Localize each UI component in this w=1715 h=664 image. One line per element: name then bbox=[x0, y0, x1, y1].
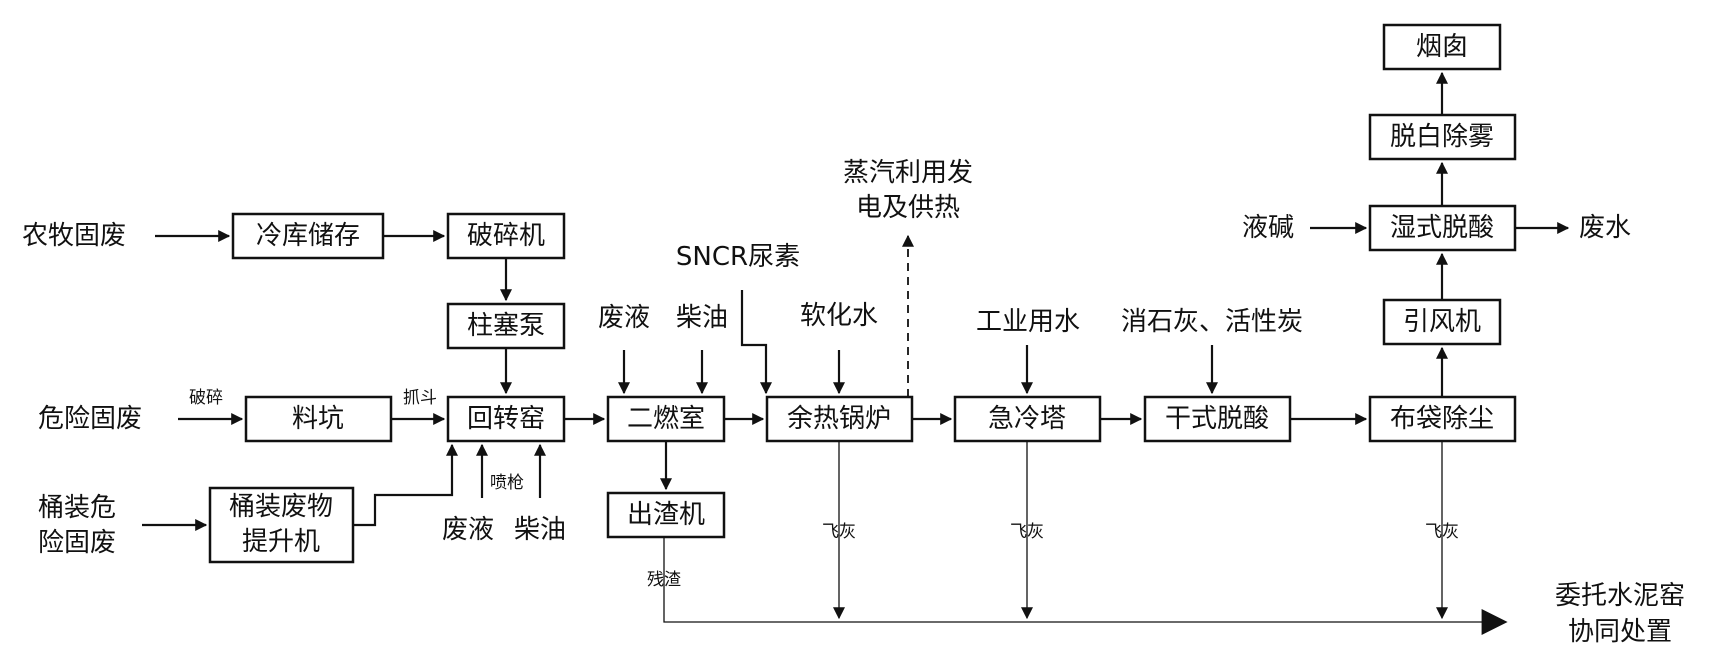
shishi-label: 湿式脱酸 bbox=[1390, 213, 1494, 243]
xiaoshi-label: 消石灰、活性炭 bbox=[1121, 307, 1303, 337]
huizhuan-label: 回转窑 bbox=[467, 404, 545, 434]
box-yure: 余热锅炉 bbox=[765, 395, 914, 443]
box-budai: 布袋除尘 bbox=[1368, 395, 1517, 443]
budai-label: 布袋除尘 bbox=[1390, 404, 1494, 434]
posuiji-label: 破碎机 bbox=[467, 221, 545, 251]
arrow-sncr-yure bbox=[740, 290, 772, 395]
yinfeng-label: 引风机 bbox=[1403, 307, 1481, 337]
arrow-tiji-huizhuan bbox=[353, 443, 458, 527]
weixian-label: 危险固废 bbox=[38, 404, 142, 434]
yancong-label: 烟囱 bbox=[1416, 32, 1468, 62]
ganshi-label: 干式脱酸 bbox=[1165, 404, 1269, 434]
feiye-b-label: 废液 bbox=[598, 303, 650, 333]
tongzhuang-label-1: 桶装危 bbox=[38, 493, 116, 523]
box-lengku: 冷库储存 bbox=[231, 212, 385, 260]
liaokeng-label: 料坑 bbox=[292, 404, 344, 434]
zhengqi-label-2: 电及供热 bbox=[856, 193, 960, 223]
tongzhuang-label-2: 险固废 bbox=[38, 528, 116, 558]
tiji-label-1: 桶装废物 bbox=[229, 492, 333, 522]
zhengqi-label-1: 蒸汽利用发 bbox=[843, 158, 973, 188]
feiye-a-label: 废液 bbox=[442, 515, 494, 545]
ercheng-label: 二燃室 bbox=[627, 404, 705, 434]
box-zhusai: 柱塞泵 bbox=[446, 302, 566, 350]
box-huizhuan: 回转窑 bbox=[446, 395, 566, 443]
box-ercheng: 二燃室 bbox=[606, 395, 726, 443]
yejian-label: 液碱 bbox=[1242, 213, 1294, 243]
zhuadou-edge-label: 抓斗 bbox=[403, 388, 437, 408]
tuobai-label: 脱白除雾 bbox=[1390, 122, 1494, 152]
feishui-label: 废水 bbox=[1579, 213, 1631, 243]
box-jileng: 急冷塔 bbox=[953, 395, 1102, 443]
nongmu-label: 农牧固废 bbox=[22, 221, 126, 251]
zhusai-label: 柱塞泵 bbox=[467, 311, 545, 341]
box-liaokeng: 料坑 bbox=[244, 395, 393, 443]
box-ganshi: 干式脱酸 bbox=[1143, 395, 1292, 443]
ruanhua-label: 软化水 bbox=[800, 301, 878, 331]
box-yinfeng: 引风机 bbox=[1382, 298, 1502, 346]
box-chuzha: 出渣机 bbox=[606, 491, 726, 539]
residue-main-line bbox=[663, 537, 1508, 635]
chaiyou-b-label: 柴油 bbox=[676, 303, 728, 333]
box-posuiji: 破碎机 bbox=[446, 212, 566, 260]
tiji-label-2: 提升机 bbox=[242, 527, 320, 557]
box-tiji: 桶装废物 提升机 bbox=[208, 486, 355, 564]
jileng-label: 急冷塔 bbox=[988, 404, 1066, 434]
box-yancong: 烟囱 bbox=[1382, 23, 1502, 71]
chuzha-label: 出渣机 bbox=[627, 500, 705, 530]
sncr-label: SNCR尿素 bbox=[676, 242, 800, 272]
lengku-label: 冷库储存 bbox=[256, 221, 360, 251]
weituo-label-1: 委托水泥窑 bbox=[1555, 581, 1685, 611]
yure-label: 余热锅炉 bbox=[787, 404, 891, 434]
weituo-label-2: 协同处置 bbox=[1568, 617, 1672, 647]
gongye-label: 工业用水 bbox=[976, 307, 1080, 337]
posui-edge-label: 破碎 bbox=[189, 388, 223, 408]
box-shishi: 湿式脱酸 bbox=[1368, 204, 1517, 252]
box-tuobai: 脱白除雾 bbox=[1368, 113, 1517, 161]
chaiyou-a-label: 柴油 bbox=[514, 515, 566, 545]
penqiang-edge-label: 喷枪 bbox=[490, 473, 524, 493]
